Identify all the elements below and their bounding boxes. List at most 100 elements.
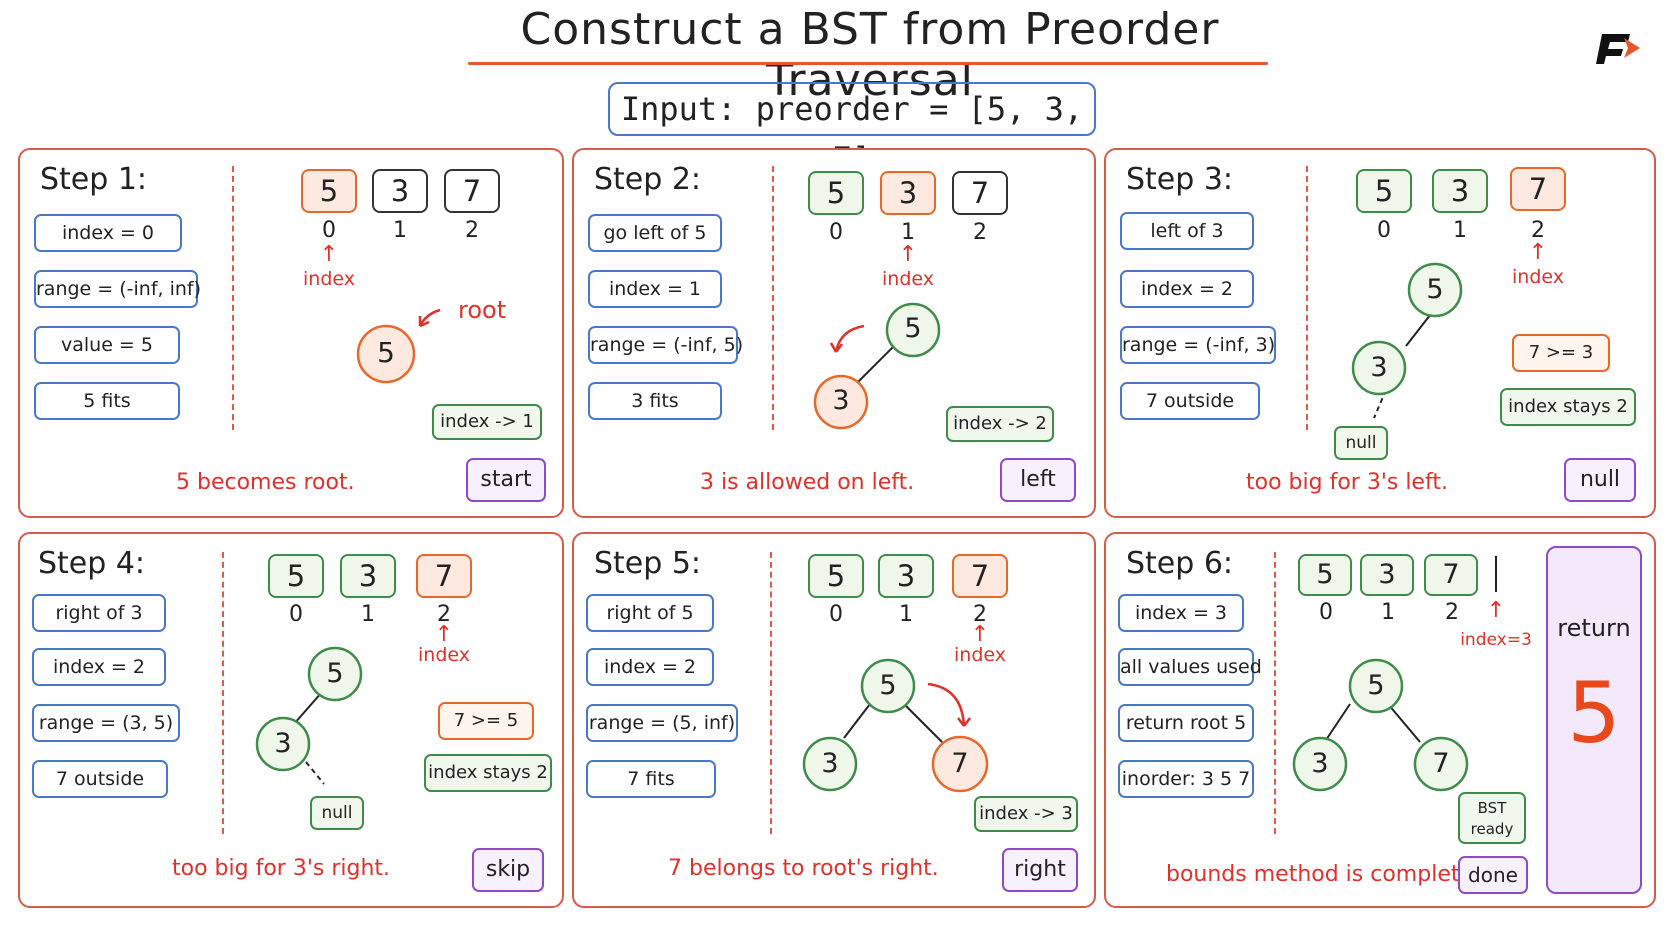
step-title: Step 5: <box>594 546 702 581</box>
array-index: 2 <box>1445 600 1459 625</box>
tree-node-label: 3 <box>1370 352 1388 383</box>
array-index: 1 <box>393 218 407 243</box>
array-index: 0 <box>289 602 303 627</box>
note-range: range = (-inf, inf) <box>34 270 201 308</box>
step-tag: null <box>1564 458 1636 502</box>
tree-diagram <box>813 302 941 430</box>
note-value: value = 5 <box>34 326 180 364</box>
note-range: range = (-inf, 3) <box>1120 326 1276 364</box>
array-index: 2 <box>1531 218 1545 243</box>
tree-node-label: 5 <box>904 313 922 344</box>
tree-node <box>1351 340 1407 396</box>
bst-ready-badge: BST ready <box>1458 792 1526 844</box>
note-index: index = 3 <box>1118 594 1244 632</box>
tree-node <box>1292 736 1348 792</box>
array-cell: 7 <box>952 554 1008 598</box>
side-note: index stays 2 <box>1500 388 1636 426</box>
index-pointer-label: index <box>954 644 1006 666</box>
step-caption: 3 is allowed on left. <box>700 470 915 495</box>
return-value: 5 <box>1567 664 1621 762</box>
step-caption: 5 becomes root. <box>176 470 355 495</box>
null-node: null <box>310 796 364 830</box>
logo-icon <box>1596 34 1640 64</box>
dashed-divider <box>772 166 774 430</box>
dashed-divider <box>1306 166 1308 430</box>
array-cell: 3 <box>1360 554 1414 596</box>
tree-node-label: 5 <box>879 670 897 701</box>
note-fits: 7 fits <box>586 760 716 798</box>
note-fits: 3 fits <box>588 382 722 420</box>
note-direction: right of 3 <box>32 594 166 632</box>
tree-node-label: 3 <box>821 748 839 779</box>
array-cell: 7 <box>1424 554 1478 596</box>
array-cell: 5 <box>808 554 864 598</box>
array-index: 0 <box>1319 600 1333 625</box>
step-title: Step 2: <box>594 162 702 197</box>
note-index: index = 0 <box>34 214 182 252</box>
step-caption: too big for 3's right. <box>172 856 391 881</box>
note-range: range = (-inf, 5) <box>588 326 743 364</box>
tree-node <box>356 324 416 384</box>
null-node: null <box>1334 426 1388 460</box>
title-underline <box>468 62 1268 65</box>
dashed-divider <box>222 552 224 834</box>
array-cell: 5 <box>1298 554 1352 596</box>
note-direction: left of 3 <box>1120 212 1254 250</box>
note-index: index = 2 <box>32 648 166 686</box>
note-range: range = (5, inf) <box>586 704 738 742</box>
array-cell: 5 <box>808 171 864 215</box>
up-arrow-icon: ↑ <box>970 622 990 647</box>
step-title: Step 3: <box>1126 162 1234 197</box>
array-cell: 5 <box>1356 169 1412 213</box>
tree-diagram <box>1292 658 1469 792</box>
array-cell: 7 <box>416 554 472 598</box>
return-label: return <box>1557 614 1631 642</box>
dashed-divider <box>232 166 234 430</box>
note-index: index = 2 <box>586 648 714 686</box>
tree-node-label: 5 <box>326 658 344 689</box>
tree-node <box>307 646 363 702</box>
tree-diagram <box>255 646 363 785</box>
note-index: index = 1 <box>588 270 722 308</box>
tree-node <box>255 716 311 772</box>
note-fits: 7 outside <box>1120 382 1260 420</box>
side-note: index -> 3 <box>974 796 1078 832</box>
step-tag: start <box>466 458 546 502</box>
step-caption: too big for 3's left. <box>1246 470 1448 495</box>
index-pointer-label: index <box>303 268 355 290</box>
array-cell: 3 <box>880 171 936 215</box>
move-left-arrow-icon <box>834 324 865 353</box>
tree-node <box>813 374 869 430</box>
array-index: 0 <box>322 218 336 243</box>
step-tag: done <box>1458 856 1528 894</box>
array-index: 1 <box>361 602 375 627</box>
array-index: 1 <box>1381 600 1395 625</box>
array-index: 0 <box>829 220 843 245</box>
side-note-compare: 7 >= 3 <box>1512 334 1610 372</box>
array-index: 1 <box>899 602 913 627</box>
end-marker <box>1495 556 1497 592</box>
move-right-arrow-icon <box>927 682 966 727</box>
note-index: index = 2 <box>1120 270 1254 308</box>
tree-diagram <box>802 658 989 793</box>
root-label: root <box>458 296 507 324</box>
array-cell: 3 <box>372 169 428 213</box>
step-tag: left <box>1000 458 1076 502</box>
tree-diagram <box>1351 262 1463 419</box>
up-arrow-icon: ↑ <box>319 242 339 267</box>
tree-node <box>1413 736 1469 792</box>
array-index: 1 <box>1453 218 1467 243</box>
input-preorder: Input: preorder = [5, 3, 7] <box>608 82 1096 178</box>
note-fits: 5 fits <box>34 382 180 420</box>
array-cell: 7 <box>952 171 1008 215</box>
array-index: 2 <box>973 602 987 627</box>
array-index: 2 <box>437 602 451 627</box>
tree-node <box>1407 262 1463 318</box>
array-index: 2 <box>973 220 987 245</box>
array-cell: 3 <box>878 554 934 598</box>
tree-node <box>860 658 916 714</box>
array-index: 0 <box>1377 218 1391 243</box>
tree-node <box>1348 658 1404 714</box>
side-note-compare: 7 >= 5 <box>438 702 534 740</box>
note-all-used: all values used <box>1118 648 1262 686</box>
